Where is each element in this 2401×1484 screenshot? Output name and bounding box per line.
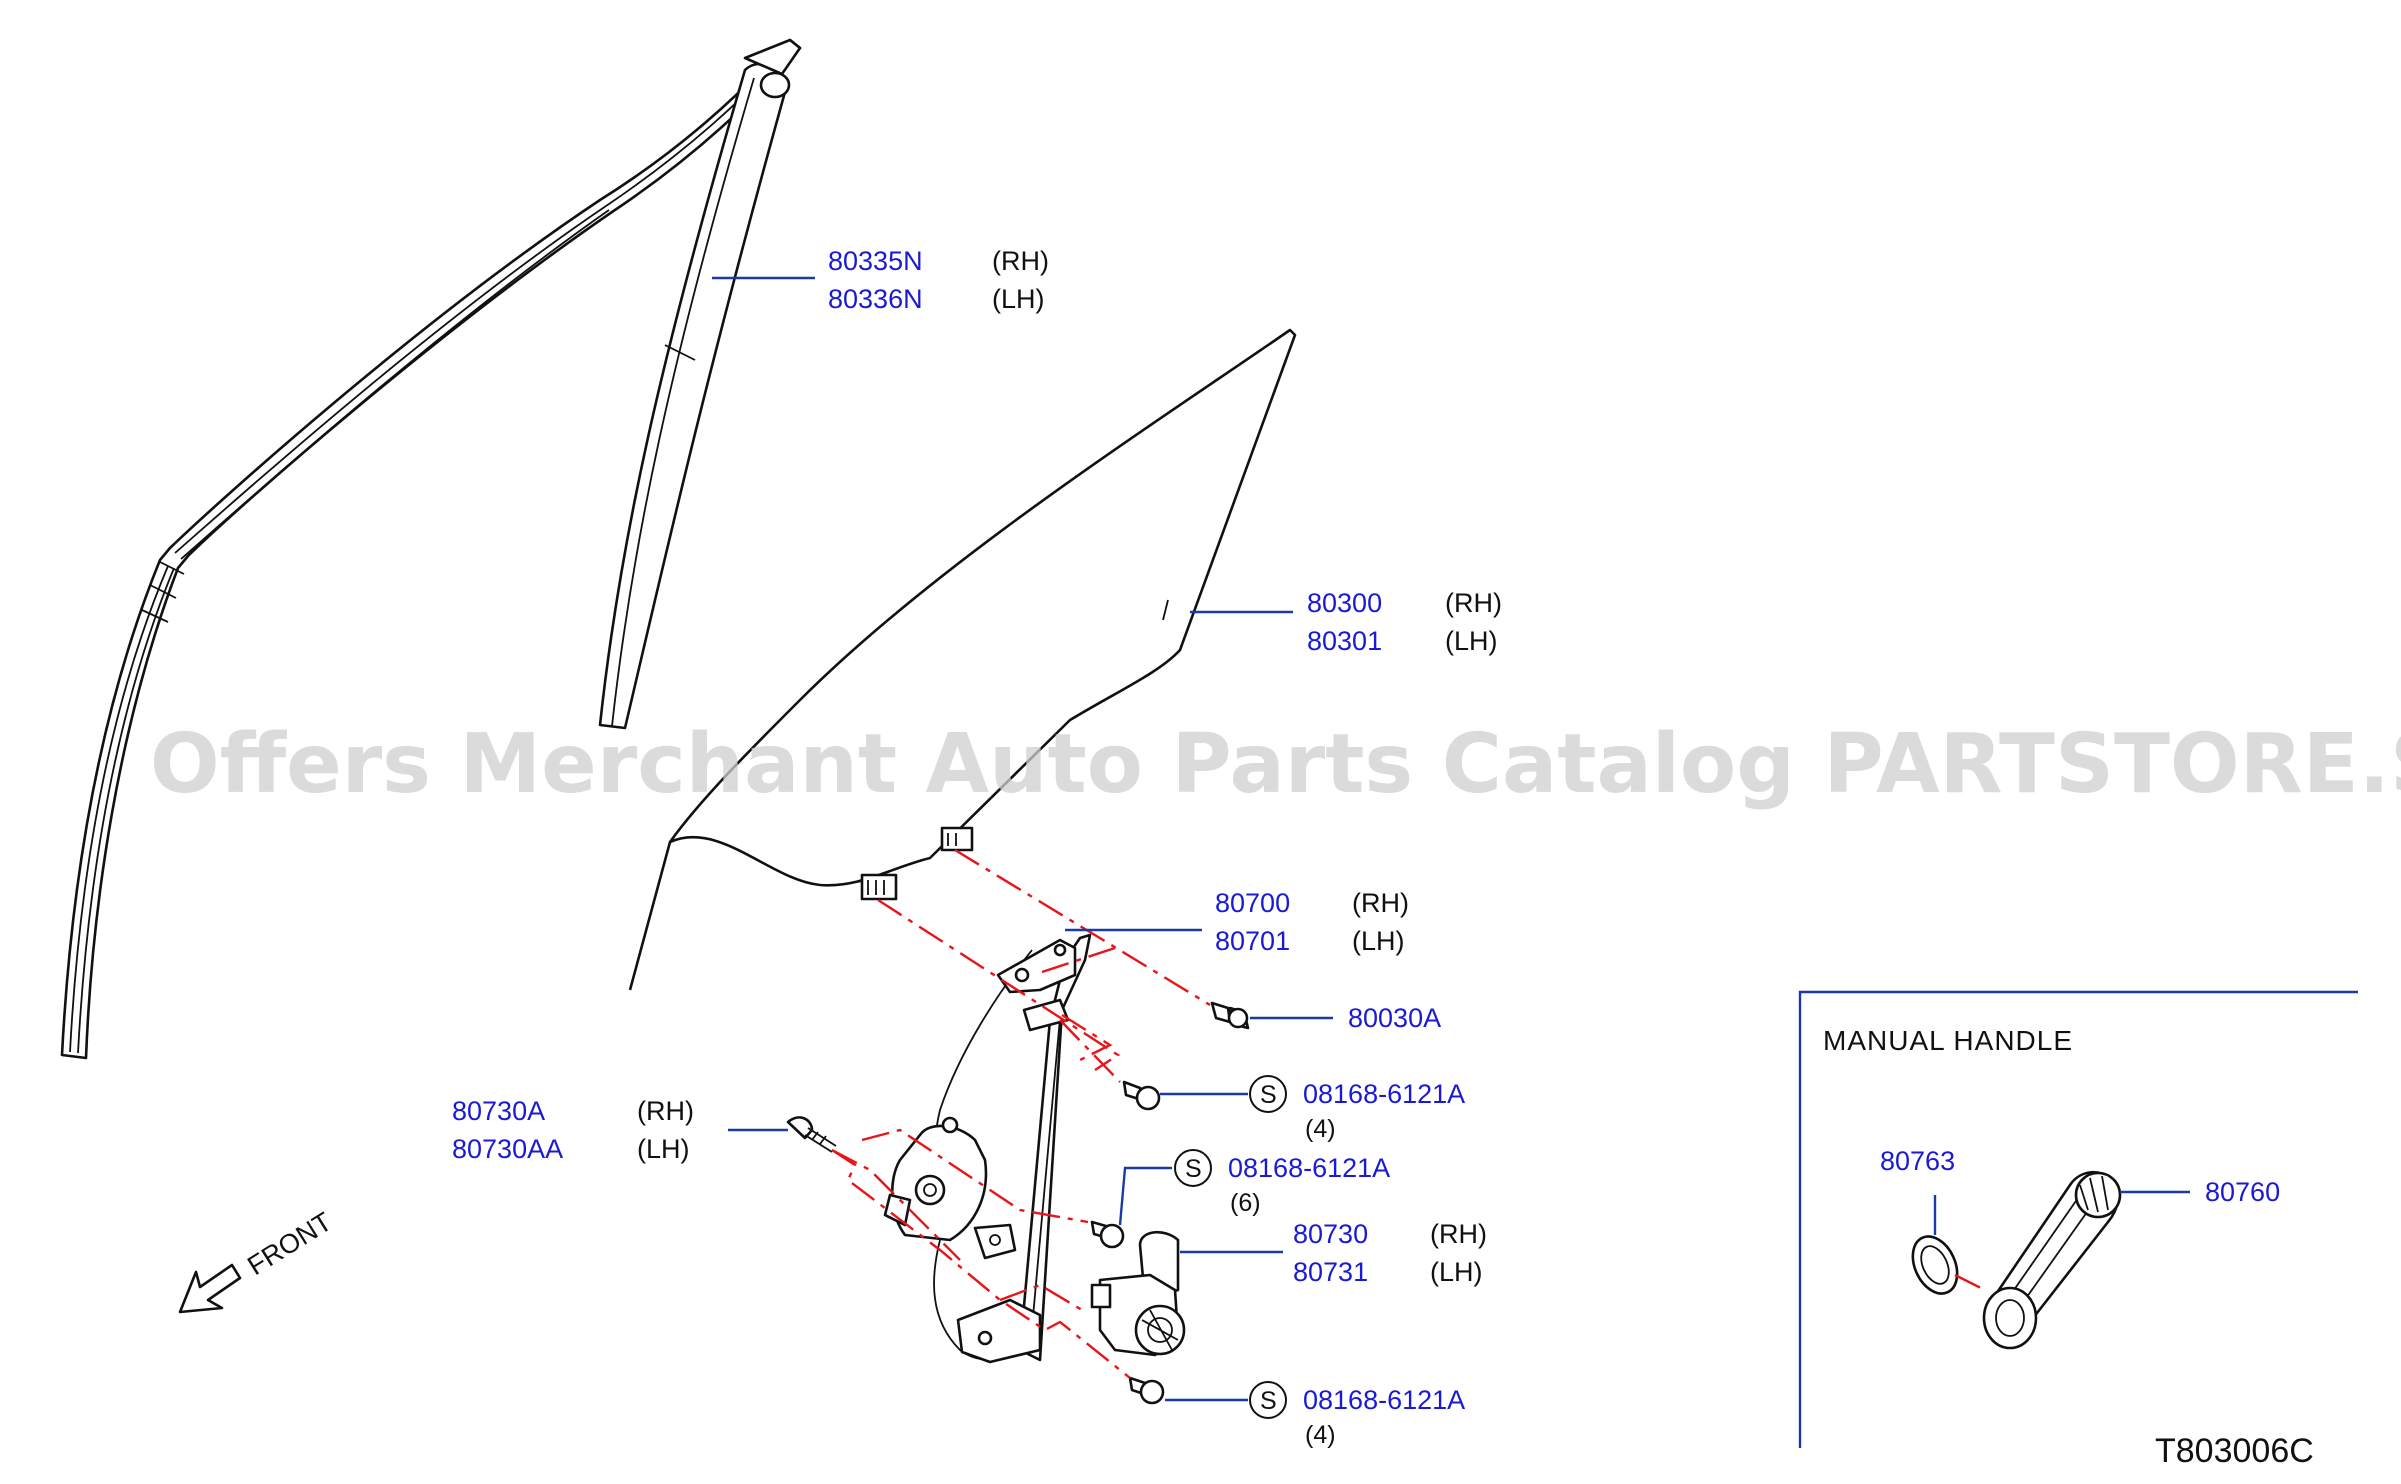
- rh-tag: (RH): [1445, 588, 1502, 618]
- part-number-80731[interactable]: 80731: [1293, 1257, 1368, 1287]
- rh-tag: (RH): [1430, 1219, 1487, 1249]
- part-number-80336N[interactable]: 80336N: [828, 284, 923, 314]
- part-number-80700[interactable]: 80700: [1215, 888, 1290, 918]
- part-number-80760[interactable]: 80760: [2205, 1177, 2280, 1207]
- part-number-80030A[interactable]: 80030A: [1348, 1003, 1441, 1033]
- front-direction-indicator: FRONT: [178, 1206, 337, 1314]
- part-number-08168-6121A-middle[interactable]: 08168-6121A: [1228, 1153, 1390, 1183]
- lh-tag: (LH): [1352, 926, 1405, 956]
- qty-middle: (6): [1230, 1189, 1261, 1217]
- front-label: FRONT: [242, 1206, 337, 1281]
- s-symbol-middle: [1174, 1149, 1212, 1187]
- lh-tag: (LH): [1430, 1257, 1483, 1287]
- bolt-80030A[interactable]: [1210, 1001, 1250, 1030]
- handle-escutcheon[interactable]: [1904, 1229, 1966, 1300]
- part-number-80730AA[interactable]: 80730AA: [452, 1134, 563, 1164]
- s-symbol-upper-label: S: [1260, 1081, 1277, 1109]
- division-sash[interactable]: [598, 38, 802, 730]
- rh-tag: (RH): [992, 246, 1049, 276]
- lh-tag: (LH): [992, 284, 1045, 314]
- part-number-80730A[interactable]: 80730A: [452, 1096, 545, 1126]
- bolt-upper[interactable]: [1122, 1080, 1161, 1111]
- part-number-80763[interactable]: 80763: [1880, 1146, 1955, 1176]
- door-sash-outer-channel: [60, 38, 802, 1060]
- manual-handle-box: MANUAL HANDLE: [1798, 990, 2358, 1448]
- window-regulator[interactable]: [883, 933, 1092, 1364]
- s-symbol-lower: [1249, 1381, 1287, 1419]
- watermark: Offers Merchant Auto Parts Catalog PARTS…: [150, 717, 2401, 812]
- screw-80730A[interactable]: [786, 1116, 837, 1153]
- s-symbol-middle-label: S: [1185, 1155, 1202, 1183]
- rh-tag: (RH): [637, 1096, 694, 1126]
- part-number-80701[interactable]: 80701: [1215, 926, 1290, 956]
- manual-handle-title: MANUAL HANDLE: [1823, 1025, 2073, 1056]
- part-number-80301[interactable]: 80301: [1307, 626, 1382, 656]
- s-symbol-lower-label: S: [1260, 1387, 1277, 1415]
- bolt-lower[interactable]: [1128, 1376, 1165, 1405]
- door-glass[interactable]: [628, 328, 1297, 991]
- part-number-80300[interactable]: 80300: [1307, 588, 1382, 618]
- part-number-08168-6121A-upper[interactable]: 08168-6121A: [1303, 1079, 1465, 1109]
- leader-bolt-middle: [1118, 1166, 1172, 1226]
- assembly-centerlines: [831, 848, 1211, 1379]
- part-number-08168-6121A-lower[interactable]: 08168-6121A: [1303, 1385, 1465, 1415]
- qty-upper: (4): [1305, 1115, 1336, 1143]
- qty-lower: (4): [1305, 1421, 1336, 1449]
- rh-tag: (RH): [1352, 888, 1409, 918]
- lh-tag: (LH): [637, 1134, 690, 1164]
- window-crank-handle[interactable]: [1982, 1171, 2122, 1350]
- bolt-middle[interactable]: [1090, 1220, 1125, 1249]
- window-motor[interactable]: [1090, 1231, 1186, 1357]
- lh-tag: (LH): [1445, 626, 1498, 656]
- s-symbol-upper: [1249, 1075, 1287, 1113]
- diagram-code: T803006C: [2155, 1432, 2314, 1470]
- part-number-80335N[interactable]: 80335N: [828, 246, 923, 276]
- part-number-80730[interactable]: 80730: [1293, 1219, 1368, 1249]
